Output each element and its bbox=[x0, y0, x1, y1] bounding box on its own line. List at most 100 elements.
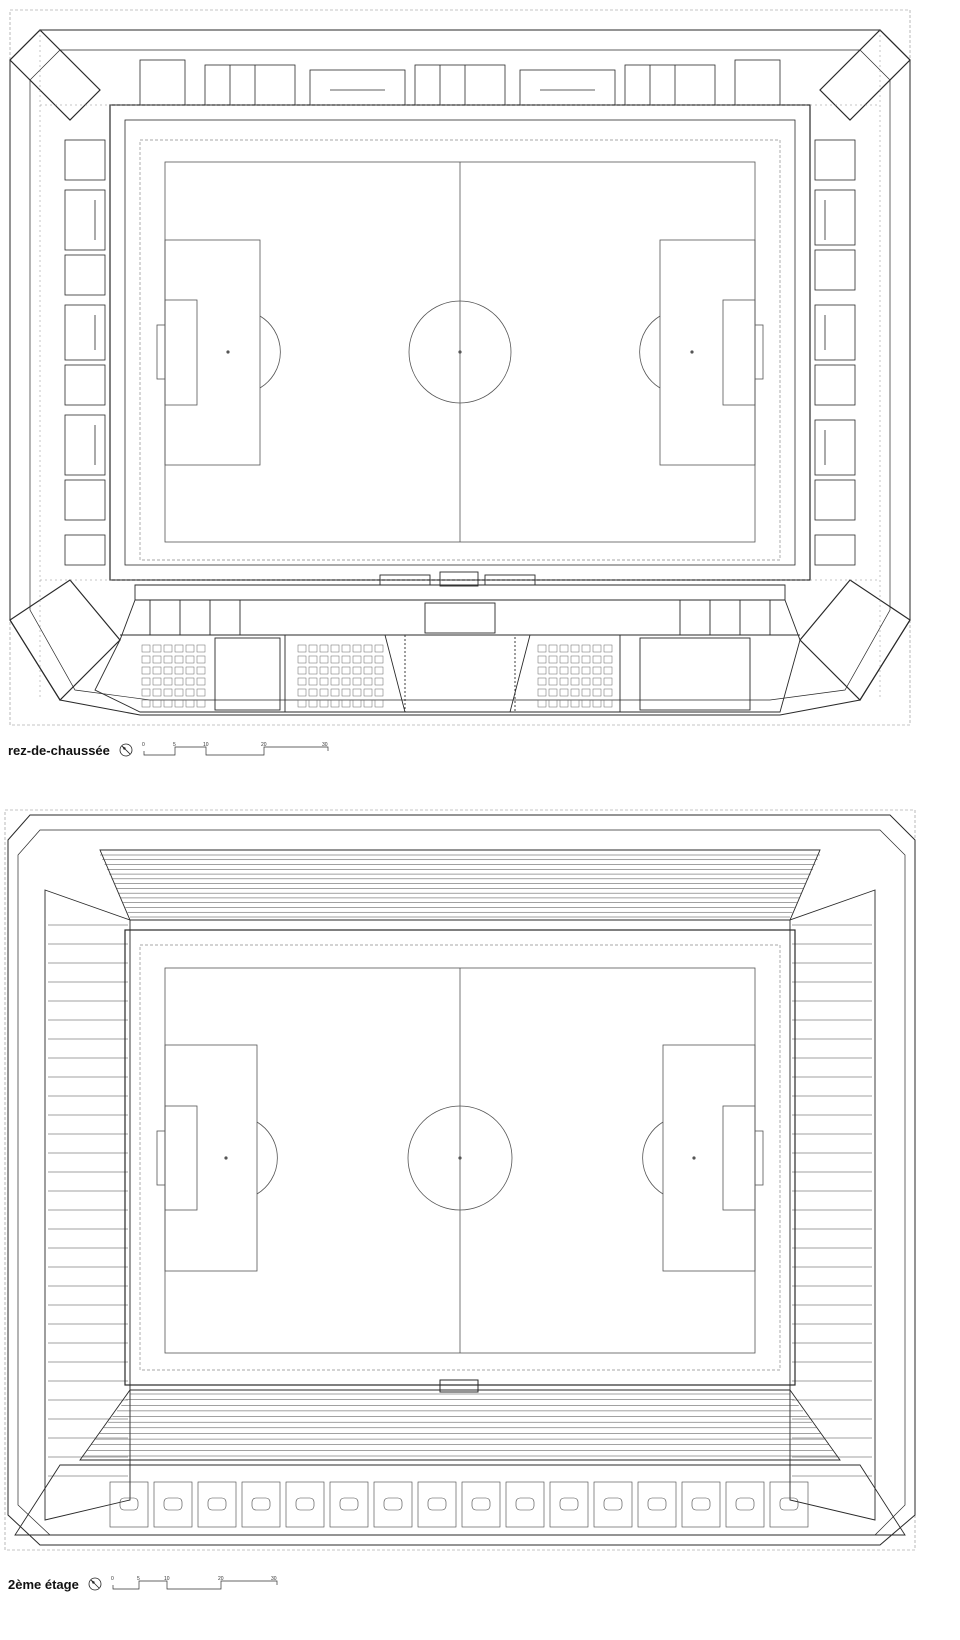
seat-table bbox=[559, 655, 569, 664]
seat-table bbox=[174, 644, 184, 653]
box-table bbox=[515, 1497, 535, 1511]
seat-table bbox=[319, 688, 329, 697]
seat-table bbox=[308, 655, 318, 664]
seat-table bbox=[319, 666, 329, 675]
seat-table bbox=[319, 655, 329, 664]
seat-table bbox=[330, 644, 340, 653]
seat-table bbox=[341, 688, 351, 697]
seat-table bbox=[174, 688, 184, 697]
box-table bbox=[427, 1497, 447, 1511]
seat-table bbox=[374, 644, 384, 653]
seat-table bbox=[363, 644, 373, 653]
vip-box bbox=[549, 1481, 589, 1528]
seat-table bbox=[592, 655, 602, 664]
roof-outline bbox=[17, 829, 906, 1536]
seat-table bbox=[308, 688, 318, 697]
seat-table bbox=[374, 688, 384, 697]
seat-table bbox=[592, 644, 602, 653]
vip-box bbox=[329, 1481, 369, 1528]
seat-table bbox=[152, 699, 162, 708]
east-stand bbox=[789, 889, 876, 1521]
hall-seating-mid bbox=[297, 644, 384, 708]
seat-table bbox=[592, 666, 602, 675]
vip-box bbox=[373, 1481, 413, 1528]
seat-table bbox=[581, 699, 591, 708]
box-table bbox=[339, 1497, 359, 1511]
seat-table bbox=[581, 655, 591, 664]
seat-table bbox=[548, 655, 558, 664]
seat-table bbox=[141, 644, 151, 653]
box-table bbox=[207, 1497, 227, 1511]
seat-table bbox=[297, 666, 307, 675]
seat-table bbox=[297, 677, 307, 686]
seat-table bbox=[548, 644, 558, 653]
seat-table bbox=[537, 688, 547, 697]
seat-table bbox=[363, 699, 373, 708]
scale-label: 30 bbox=[322, 742, 328, 748]
seat-table bbox=[537, 666, 547, 675]
seat-table bbox=[174, 677, 184, 686]
south-stand-rows bbox=[82, 1393, 838, 1457]
seat-table bbox=[308, 677, 318, 686]
seat-table bbox=[363, 666, 373, 675]
scale-label: 5 bbox=[137, 1576, 140, 1582]
box-table bbox=[163, 1497, 183, 1511]
seat-table bbox=[152, 677, 162, 686]
seat-table bbox=[570, 677, 580, 686]
seat-table bbox=[297, 655, 307, 664]
seat-table bbox=[352, 699, 362, 708]
seat-table bbox=[308, 699, 318, 708]
second-floor-legend: 2ème étage 0 5 10 20 30 bbox=[8, 1575, 281, 1593]
seat-table bbox=[581, 677, 591, 686]
seat-table bbox=[592, 688, 602, 697]
seat-table bbox=[319, 699, 329, 708]
seat-table bbox=[141, 666, 151, 675]
seat-table bbox=[196, 655, 206, 664]
seat-table bbox=[141, 655, 151, 664]
vip-box bbox=[153, 1481, 193, 1528]
second-floor-drawing bbox=[4, 809, 916, 1551]
vip-boxes bbox=[109, 1481, 809, 1528]
seat-table bbox=[548, 699, 558, 708]
scale-label: 20 bbox=[218, 1576, 224, 1582]
vip-box bbox=[769, 1481, 809, 1528]
plan-title: 2ème étage bbox=[8, 1576, 79, 1592]
second-floor-plan bbox=[0, 800, 960, 1560]
seat-table bbox=[537, 655, 547, 664]
north-arrow-icon bbox=[119, 743, 133, 757]
pitch bbox=[156, 967, 764, 1354]
seat-table bbox=[196, 677, 206, 686]
ground-floor-drawing bbox=[9, 9, 911, 726]
seat-table bbox=[374, 699, 384, 708]
seat-table bbox=[163, 677, 173, 686]
vip-box bbox=[417, 1481, 457, 1528]
seat-table bbox=[185, 677, 195, 686]
seat-table bbox=[537, 644, 547, 653]
seat-table bbox=[196, 699, 206, 708]
box-table bbox=[691, 1497, 711, 1511]
seat-table bbox=[196, 644, 206, 653]
seat-table bbox=[352, 644, 362, 653]
seat-table bbox=[581, 666, 591, 675]
north-stand bbox=[99, 849, 821, 921]
corner-wing-se bbox=[799, 579, 911, 701]
scale-label: 10 bbox=[203, 742, 209, 748]
seat-table bbox=[185, 699, 195, 708]
east-stand-rows bbox=[792, 924, 872, 1477]
seat-table bbox=[548, 666, 558, 675]
seat-table bbox=[330, 688, 340, 697]
corner-wing-ne bbox=[819, 29, 911, 121]
seat-table bbox=[330, 699, 340, 708]
seat-table bbox=[559, 699, 569, 708]
scale-bar: 0 5 10 20 30 bbox=[111, 1576, 278, 1590]
vip-box bbox=[637, 1481, 677, 1528]
seat-table bbox=[163, 699, 173, 708]
seat-table bbox=[341, 677, 351, 686]
seat-table bbox=[308, 644, 318, 653]
seat-table bbox=[152, 655, 162, 664]
south-building bbox=[94, 571, 801, 713]
west-stand bbox=[44, 889, 131, 1521]
vip-box bbox=[681, 1481, 721, 1528]
box-table bbox=[735, 1497, 755, 1511]
structural-grid bbox=[39, 30, 881, 700]
